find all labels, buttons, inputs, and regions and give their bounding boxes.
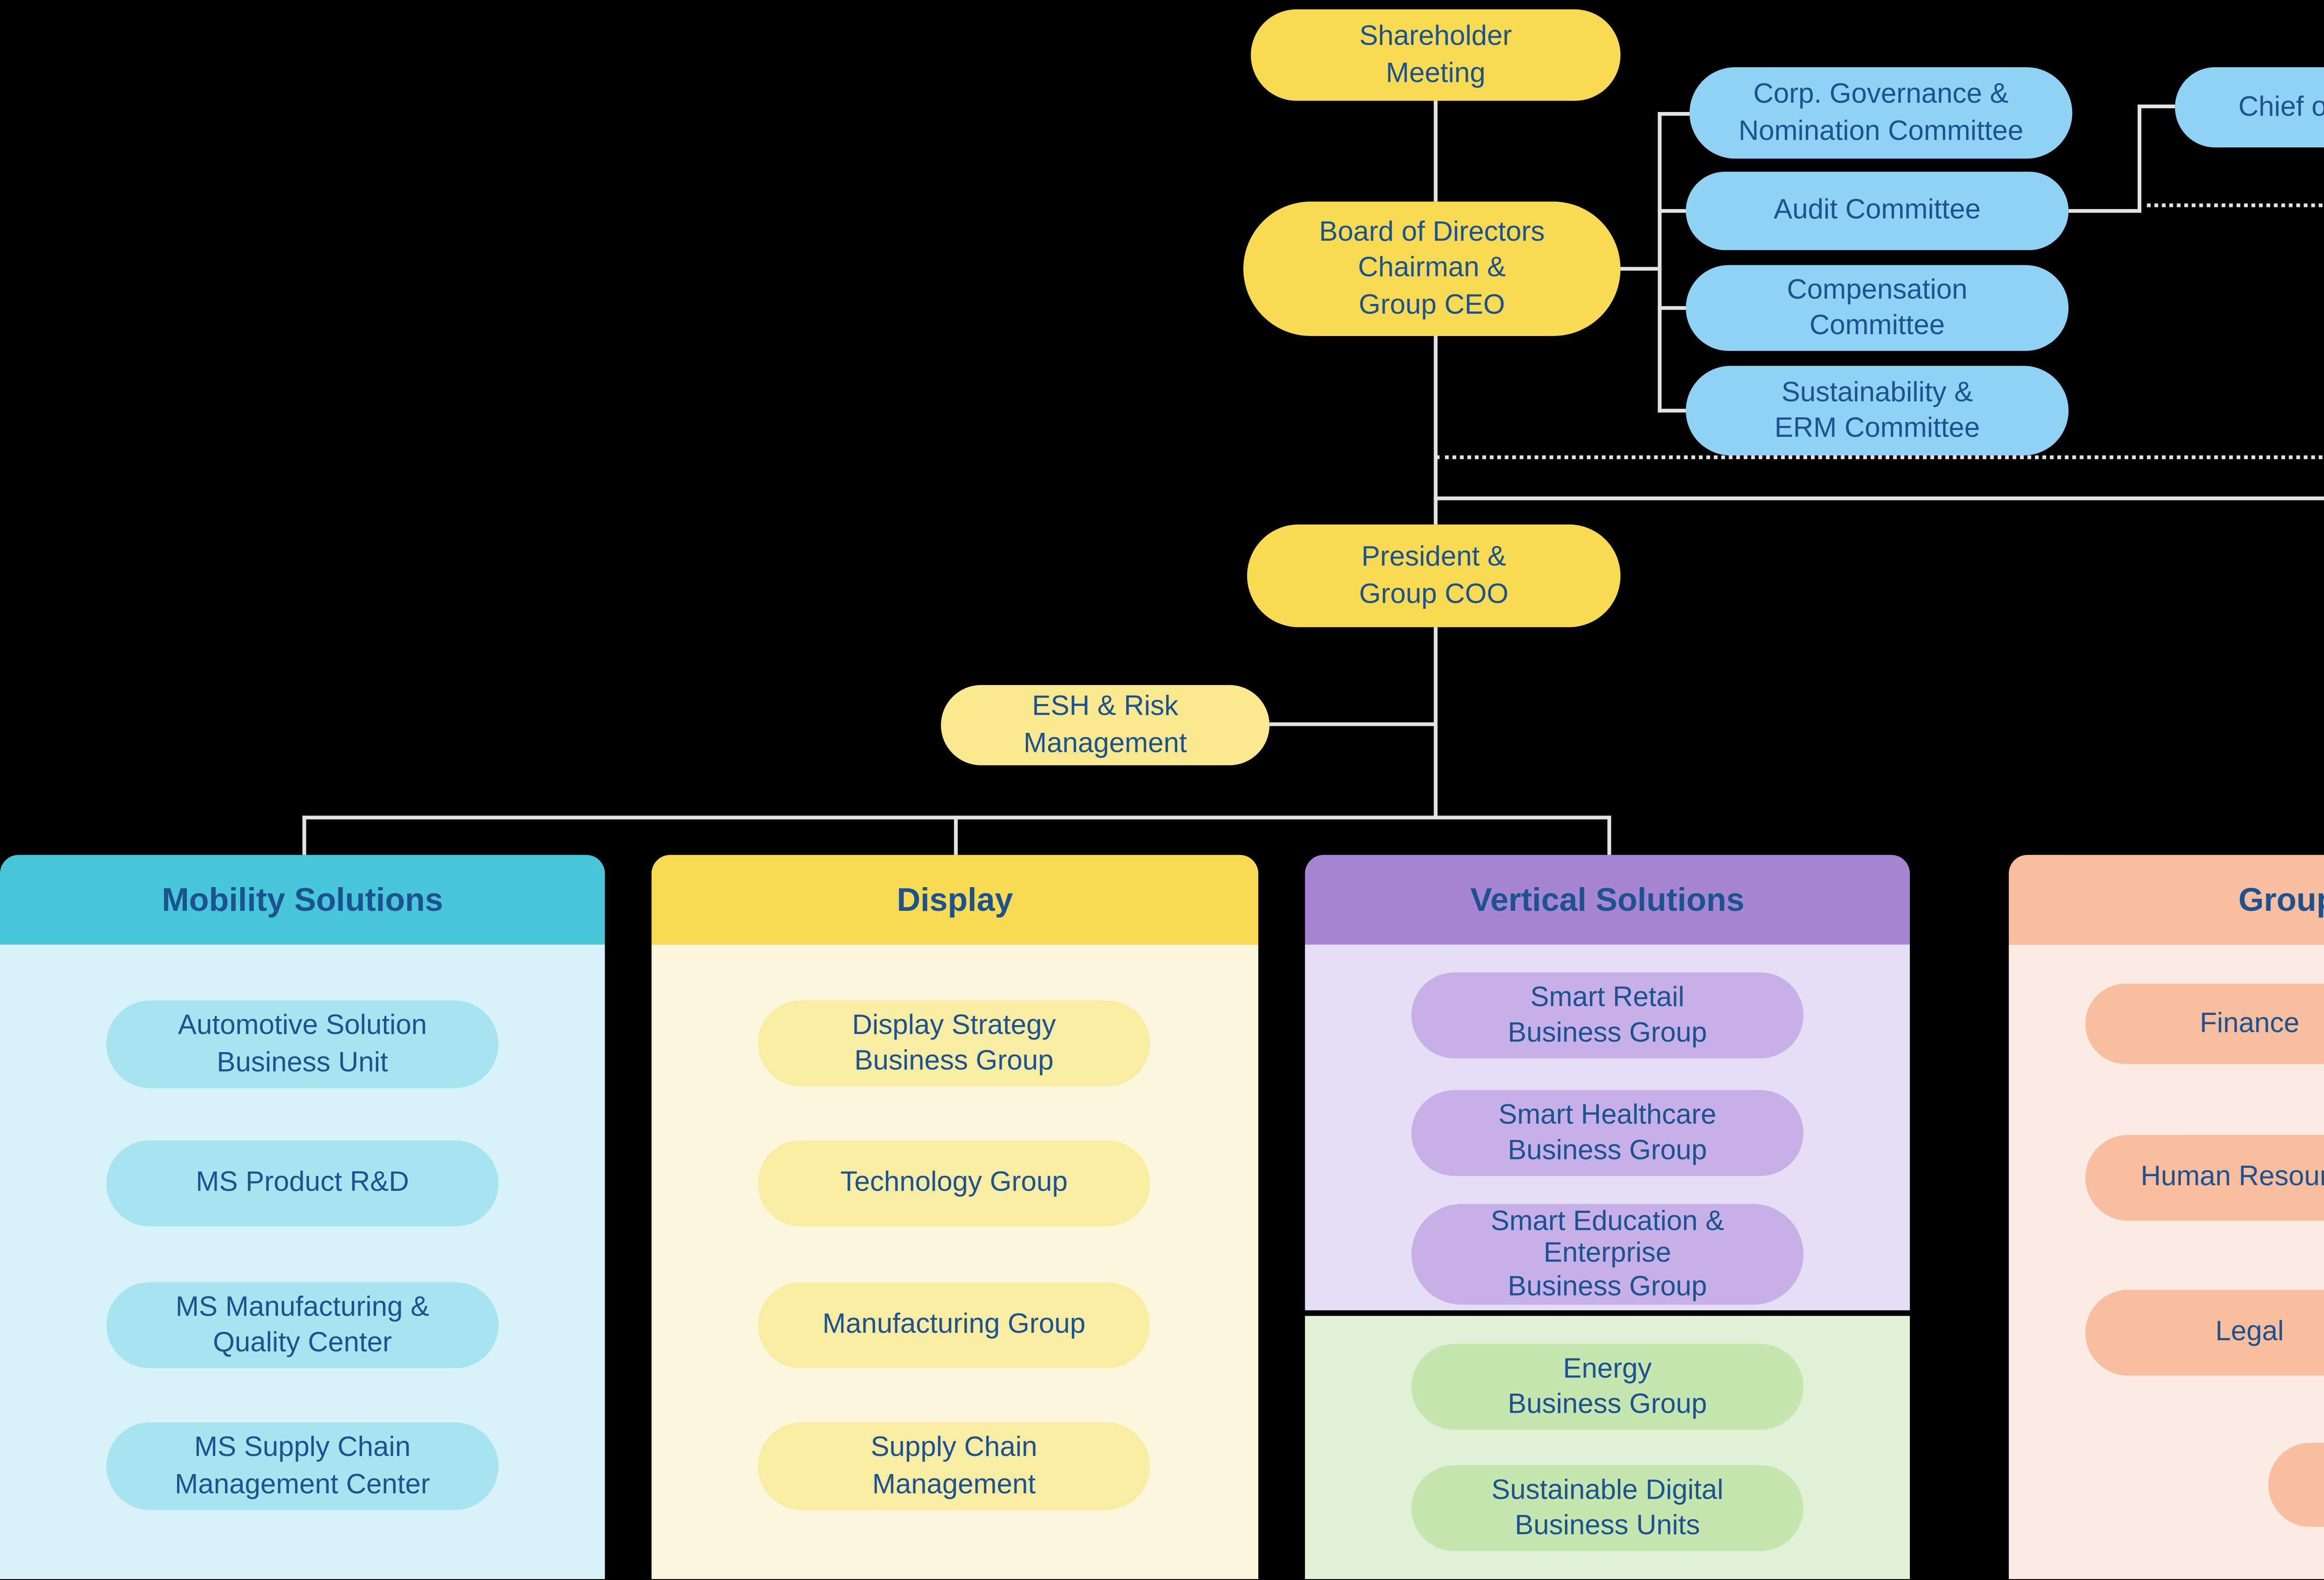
division-header-mobility-solutions: Mobility Solutions bbox=[0, 855, 605, 945]
node-automotive-solution-bu: Automotive Solution Business Unit bbox=[106, 1000, 499, 1088]
division-header-group-infrastructure: Group Infrastructure Unit bbox=[2008, 855, 2324, 945]
node-technology-group: Technology Group bbox=[758, 1140, 1150, 1226]
division-header-display: Display bbox=[651, 855, 1259, 945]
node-audit-committee: Audit Committee bbox=[1685, 171, 2069, 250]
node-smart-healthcare-bg: Smart Healthcare Business Group bbox=[1411, 1090, 1804, 1176]
node-governance-nomination-committee: Corp. Governance & Nomination Committee bbox=[1690, 67, 2073, 159]
node-chief-of-compliance: Chief of Compliance bbox=[2175, 67, 2324, 148]
division-header-vertical-solutions: Vertical Solutions bbox=[1305, 855, 1910, 945]
line-audit-to-chief-vertical bbox=[2138, 106, 2142, 213]
line-committees-bracket bbox=[1657, 112, 1662, 413]
node-ms-product-rd: MS Product R&D bbox=[106, 1140, 499, 1226]
node-compensation-committee: Compensation Committee bbox=[1685, 265, 2069, 351]
node-shareholder-meeting: Shareholder Meeting bbox=[1251, 9, 1621, 101]
node-human-resource: Human Resource bbox=[2085, 1135, 2324, 1221]
node-esh-risk-management: ESH & Risk Management bbox=[941, 685, 1270, 765]
node-president-coo: President & Group COO bbox=[1247, 524, 1621, 627]
node-board-of-directors: Board of Directors Chairman & Group CEO bbox=[1243, 201, 1621, 336]
node-sustainability-erm-committee: Sustainability & ERM Committee bbox=[1685, 366, 2069, 456]
node-energy-bg: Energy Business Group bbox=[1411, 1343, 1804, 1430]
line-board-to-president bbox=[1433, 336, 1438, 525]
line-esh-to-trunk bbox=[1269, 722, 1436, 726]
line-stub-sustainability-committee bbox=[1657, 408, 1686, 413]
node-legal: Legal bbox=[2085, 1290, 2324, 1376]
line-stub-audit-committee bbox=[1657, 209, 1686, 213]
line-stub-governance-committee bbox=[1657, 112, 1690, 116]
node-ms-supply-chain: MS Supply Chain Management Center bbox=[106, 1422, 499, 1510]
node-smart-retail-bg: Smart Retail Business Group bbox=[1411, 972, 1804, 1059]
node-sustainable-digital-bu: Sustainable Digital Business Units bbox=[1411, 1465, 1804, 1551]
line-shareholder-to-board bbox=[1433, 100, 1438, 202]
dotted-chief-to-trunk bbox=[1435, 455, 2324, 460]
dotted-audit-to-right bbox=[2147, 203, 2324, 207]
node-manufacturing-group: Manufacturing Group bbox=[758, 1282, 1150, 1369]
node-display-strategy-bg: Display Strategy Business Group bbox=[758, 1000, 1150, 1086]
line-to-giu-horizontal bbox=[1433, 496, 2324, 500]
node-finance: Finance bbox=[2085, 983, 2324, 1064]
line-president-down bbox=[1433, 627, 1438, 818]
line-audit-to-chief-horizontal bbox=[2068, 209, 2138, 213]
line-board-to-committees bbox=[1620, 267, 1658, 271]
node-ms-manufacturing-quality: MS Manufacturing & Quality Center bbox=[106, 1282, 499, 1369]
line-stub-compensation-committee bbox=[1657, 306, 1686, 310]
line-chief-stub bbox=[2138, 104, 2175, 108]
line-stub-vertical-solutions bbox=[1607, 816, 1611, 855]
line-stub-mobility bbox=[302, 816, 306, 855]
node-smart-education-enterprise-bg: Smart Education & Enterprise Business Gr… bbox=[1411, 1204, 1804, 1305]
node-supply-chain-management: Supply Chain Management bbox=[758, 1422, 1150, 1510]
line-stub-display bbox=[954, 816, 958, 855]
